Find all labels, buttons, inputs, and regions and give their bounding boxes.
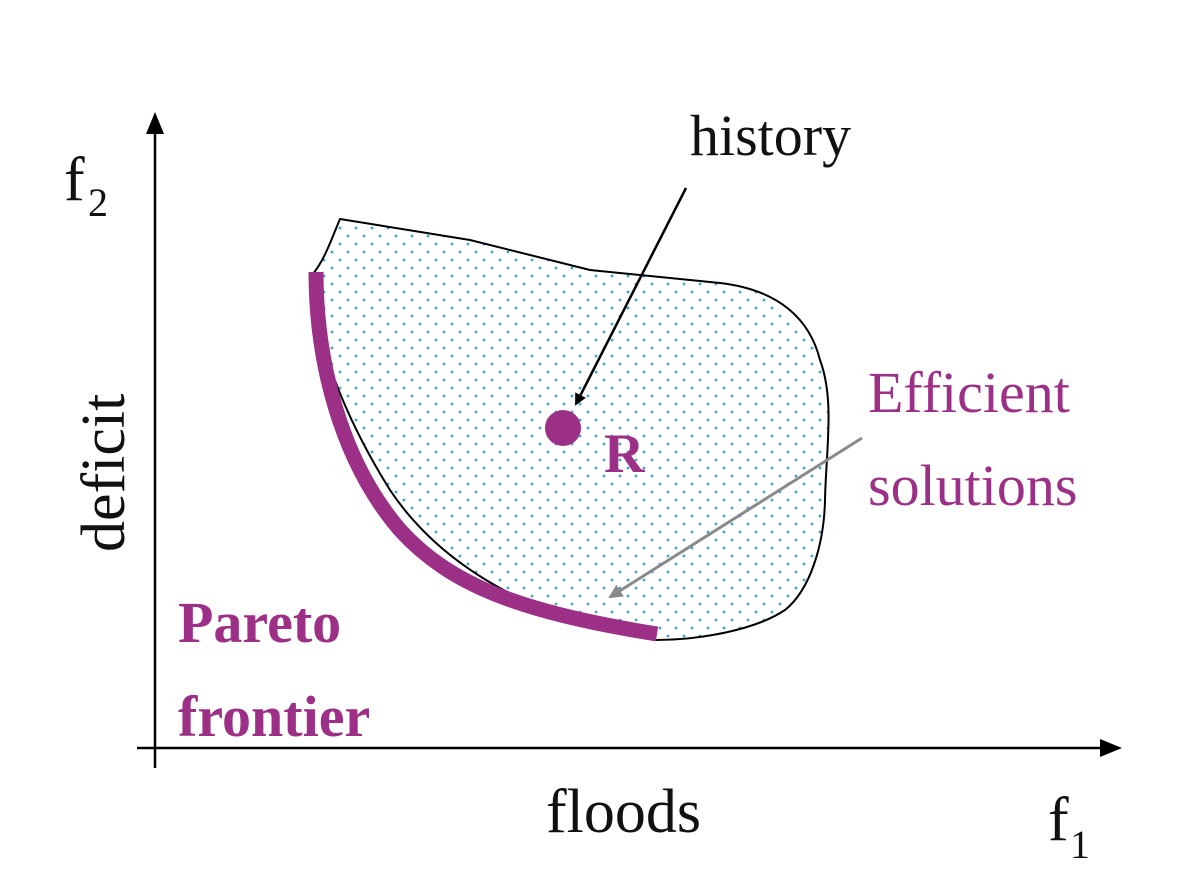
history-label: history (690, 103, 851, 168)
pareto-frontier-line2: frontier (178, 684, 370, 749)
y-symbol-subscript: 2 (88, 180, 108, 225)
x-axis-symbol: f 1 (1048, 786, 1090, 867)
x-axis-label: floods (546, 778, 701, 846)
efficient-solutions-arrow (608, 436, 863, 599)
history-point (545, 410, 581, 446)
y-axis-arrowhead (146, 112, 164, 134)
y-axis-label: deficit (70, 394, 138, 552)
x-symbol-base: f (1048, 786, 1069, 854)
history-arrow (574, 187, 688, 406)
x-axis-arrowhead (1100, 739, 1122, 757)
point-r-label: R (604, 423, 645, 485)
y-symbol-base: f (64, 146, 85, 214)
pareto-frontier-curve (308, 271, 659, 642)
y-axis-symbol: f 2 (64, 146, 108, 225)
efficient-solutions-line2: solutions (868, 453, 1078, 518)
x-symbol-subscript: 1 (1070, 822, 1090, 867)
efficient-solutions-line1: Efficient (868, 360, 1070, 425)
pareto-frontier-line1: Pareto (178, 590, 341, 655)
